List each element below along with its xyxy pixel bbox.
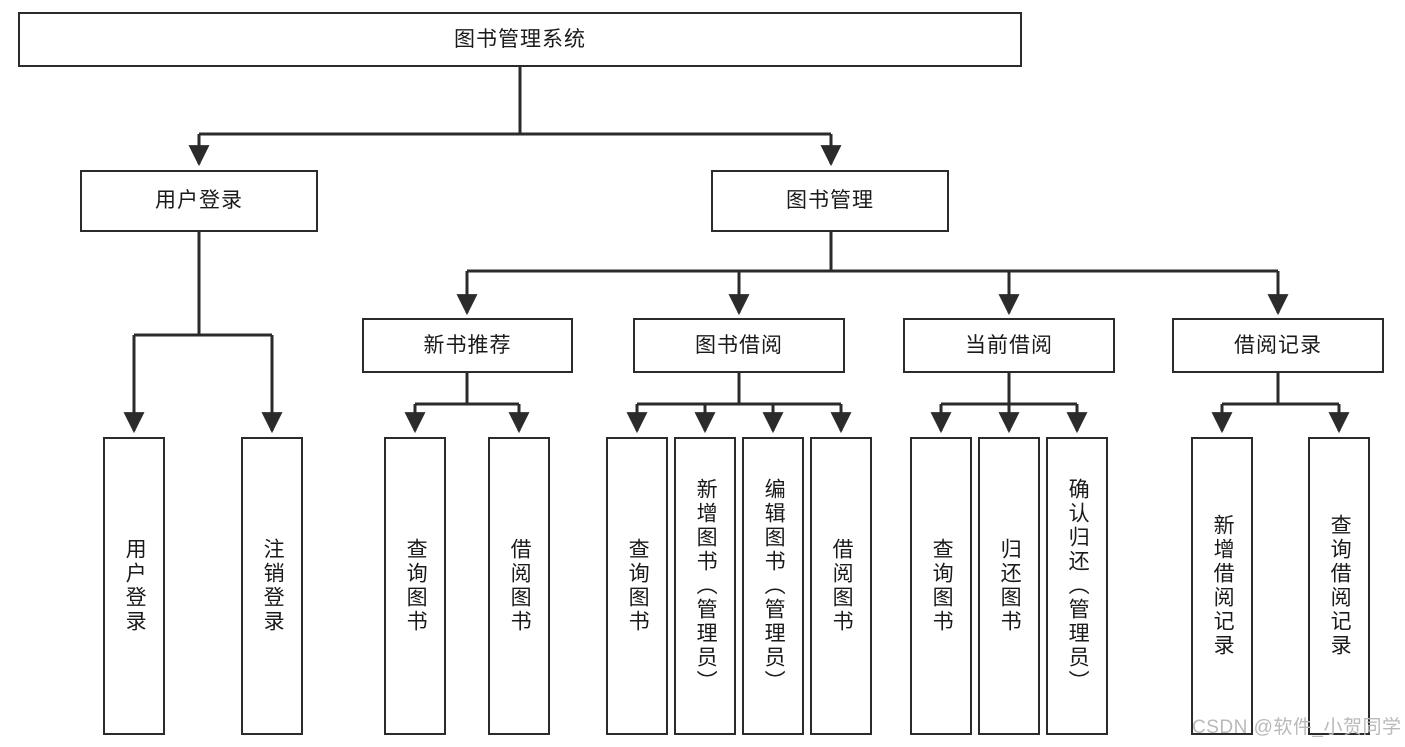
- leaf-borrow-record-query-label: 查询借阅记录: [1328, 514, 1352, 658]
- node-new-book-recommend[interactable]: 新书推荐: [362, 318, 573, 373]
- leaf-book-borrow-lend-label: 借阅图书: [830, 538, 854, 634]
- leaf-book-borrow-edit-label: 编辑图书（管理员）: [762, 478, 786, 694]
- node-borrow-record[interactable]: 借阅记录: [1172, 318, 1384, 373]
- leaf-borrow-record-add[interactable]: 新增借阅记录: [1191, 437, 1253, 735]
- node-user-login-label: 用户登录: [155, 189, 243, 213]
- node-book-manage[interactable]: 图书管理: [711, 170, 949, 232]
- leaf-current-borrow-return[interactable]: 归还图书: [978, 437, 1040, 735]
- node-borrow-record-label: 借阅记录: [1234, 333, 1322, 357]
- leaf-new-book-query[interactable]: 查询图书: [384, 437, 446, 735]
- node-current-borrow-label: 当前借阅: [965, 333, 1053, 357]
- leaf-new-book-borrow-label: 借阅图书: [508, 538, 532, 634]
- leaf-user-login-signin[interactable]: 用户登录: [103, 437, 165, 735]
- leaf-new-book-query-label: 查询图书: [404, 538, 428, 634]
- leaf-book-borrow-add[interactable]: 新增图书（管理员）: [674, 437, 736, 735]
- leaf-book-borrow-edit[interactable]: 编辑图书（管理员）: [742, 437, 804, 735]
- leaf-current-borrow-query-label: 查询图书: [930, 538, 954, 634]
- leaf-current-borrow-query[interactable]: 查询图书: [910, 437, 972, 735]
- node-book-borrow-label: 图书借阅: [695, 333, 783, 357]
- node-root[interactable]: 图书管理系统: [18, 12, 1022, 67]
- leaf-book-borrow-lend[interactable]: 借阅图书: [810, 437, 872, 735]
- leaf-current-borrow-return-label: 归还图书: [998, 538, 1022, 634]
- leaf-current-borrow-confirm-label: 确认归还（管理员）: [1066, 478, 1090, 694]
- leaf-user-login-signout-label: 注销登录: [261, 538, 285, 634]
- node-current-borrow[interactable]: 当前借阅: [903, 318, 1115, 373]
- node-new-book-recommend-label: 新书推荐: [423, 333, 512, 357]
- leaf-borrow-record-query[interactable]: 查询借阅记录: [1308, 437, 1370, 735]
- leaf-borrow-record-add-label: 新增借阅记录: [1211, 514, 1235, 658]
- leaf-user-login-signout[interactable]: 注销登录: [241, 437, 303, 735]
- node-book-manage-label: 图书管理: [786, 189, 874, 213]
- node-book-borrow[interactable]: 图书借阅: [633, 318, 845, 373]
- node-root-label: 图书管理系统: [454, 27, 586, 51]
- leaf-new-book-borrow[interactable]: 借阅图书: [488, 437, 550, 735]
- leaf-book-borrow-query[interactable]: 查询图书: [606, 437, 668, 735]
- leaf-current-borrow-confirm[interactable]: 确认归还（管理员）: [1046, 437, 1108, 735]
- leaf-book-borrow-add-label: 新增图书（管理员）: [694, 478, 718, 694]
- node-user-login[interactable]: 用户登录: [80, 170, 318, 232]
- leaf-user-login-signin-label: 用户登录: [123, 538, 147, 634]
- watermark: CSDN @软件_小贺同学: [1192, 717, 1402, 738]
- leaf-book-borrow-query-label: 查询图书: [626, 538, 650, 634]
